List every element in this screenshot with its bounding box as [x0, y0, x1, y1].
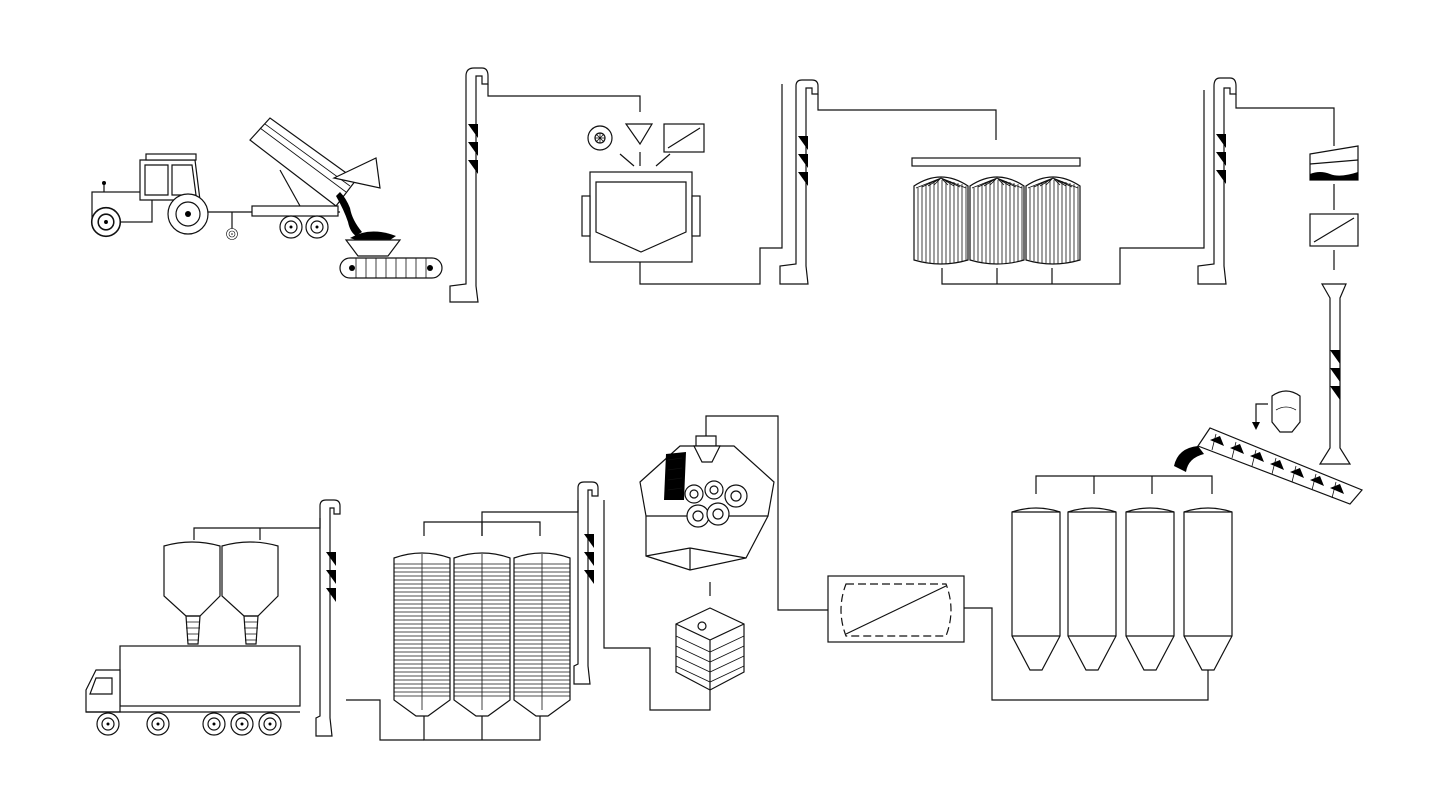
additive-tank: [1252, 390, 1301, 433]
cleaner: [581, 84, 783, 285]
conditioning-silos: [964, 475, 1233, 701]
storage-silos: [911, 90, 1205, 285]
bucket-elevator: [1197, 77, 1335, 285]
dampener: [705, 415, 965, 643]
roller-mill: [639, 435, 775, 596]
bucket-elevator: [449, 67, 641, 303]
tractor-trailer: [90, 117, 443, 279]
bulk-truck: [85, 645, 301, 736]
bucket-elevator: [193, 499, 341, 737]
screw-conveyor: [1174, 427, 1363, 505]
separator: [1309, 145, 1359, 270]
bucket-elevator: [1318, 283, 1352, 465]
plansifter: [603, 500, 745, 711]
flour-bins: [346, 521, 571, 741]
bucket-elevator: [779, 79, 997, 285]
loading-hoppers: [163, 541, 279, 645]
